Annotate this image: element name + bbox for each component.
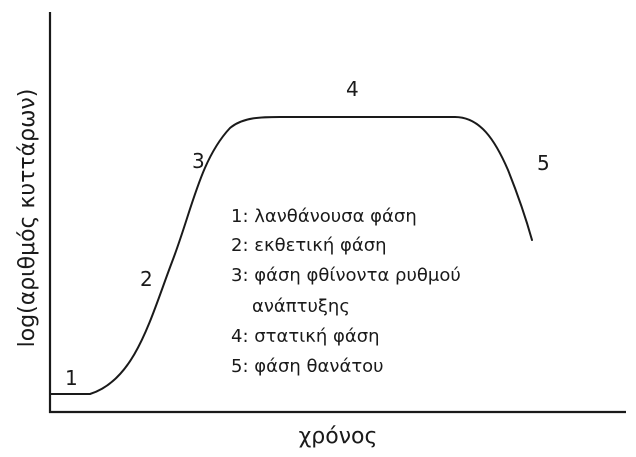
phase-marker-4: 4 — [346, 77, 359, 101]
y-axis-label: log(αριθμός κυττάρων) — [15, 89, 40, 348]
phase-marker-5: 5 — [537, 151, 550, 175]
phase-marker-1: 1 — [65, 366, 78, 390]
legend-line-4: 4: στατική φάση — [231, 326, 380, 347]
phase-marker-2: 2 — [140, 267, 153, 291]
legend-line-1: 1: λανθάνουσα φάση — [231, 206, 417, 227]
legend-line-3: 3: φάση φθίνοντα ρυθμού — [231, 265, 461, 286]
phase-legend: 1: λανθάνουσα φάση 2: εκθετική φάση 3: φ… — [231, 206, 461, 377]
x-axis-label: χρόνος — [299, 424, 378, 449]
growth-curve — [49, 116, 533, 395]
legend-line-3-continued: ανάπτυξης — [252, 296, 350, 317]
legend-line-5: 5: φάση θανάτου — [231, 356, 384, 377]
phase-marker-3: 3 — [192, 149, 205, 173]
legend-line-2: 2: εκθετική φάση — [231, 235, 387, 256]
